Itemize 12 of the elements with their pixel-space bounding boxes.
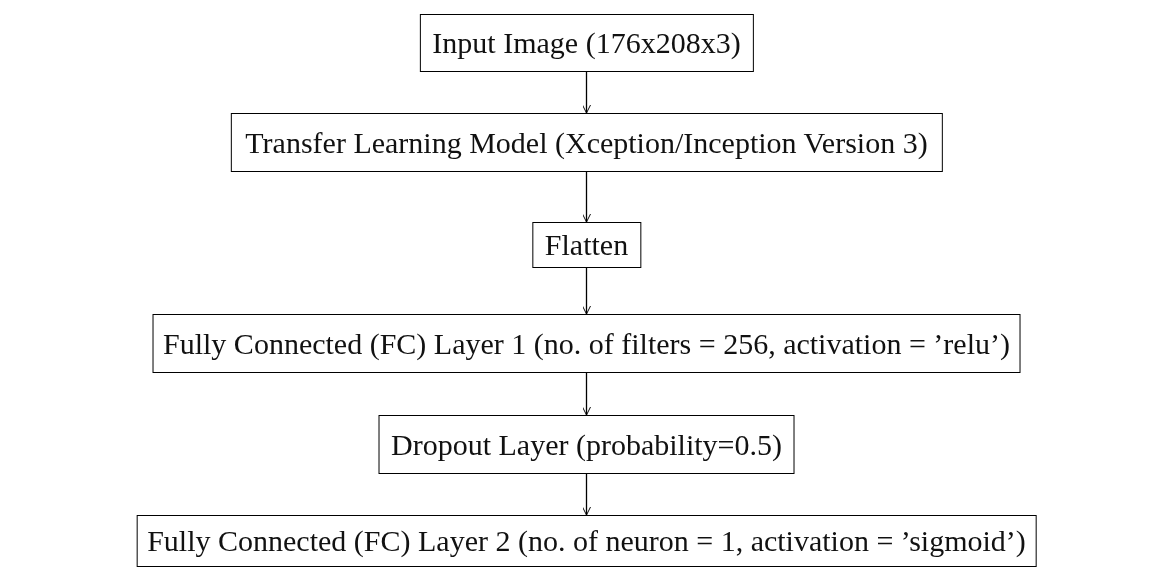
process-box bbox=[230, 113, 943, 172]
process-box bbox=[152, 314, 1021, 373]
box-label: Dropout Layer (probability=0.5) bbox=[391, 427, 782, 462]
process-box bbox=[531, 222, 642, 268]
box-label: Input Image (176x208x3) bbox=[432, 26, 741, 60]
process-box bbox=[136, 515, 1037, 567]
box-label: Transfer Learning Model (Xception/Inception Version 3) bbox=[245, 125, 928, 160]
process-box bbox=[419, 14, 754, 72]
box-label: Fully Connected (FC) Layer 2 (no. of neuron = 1, activation = ’sigmoid’) bbox=[147, 524, 1026, 558]
box-label: Fully Connected (FC) Layer 1 (no. of filters = 256, activation = ’relu’) bbox=[163, 326, 1010, 361]
box-label: Flatten bbox=[544, 228, 629, 262]
process-box bbox=[378, 415, 795, 474]
